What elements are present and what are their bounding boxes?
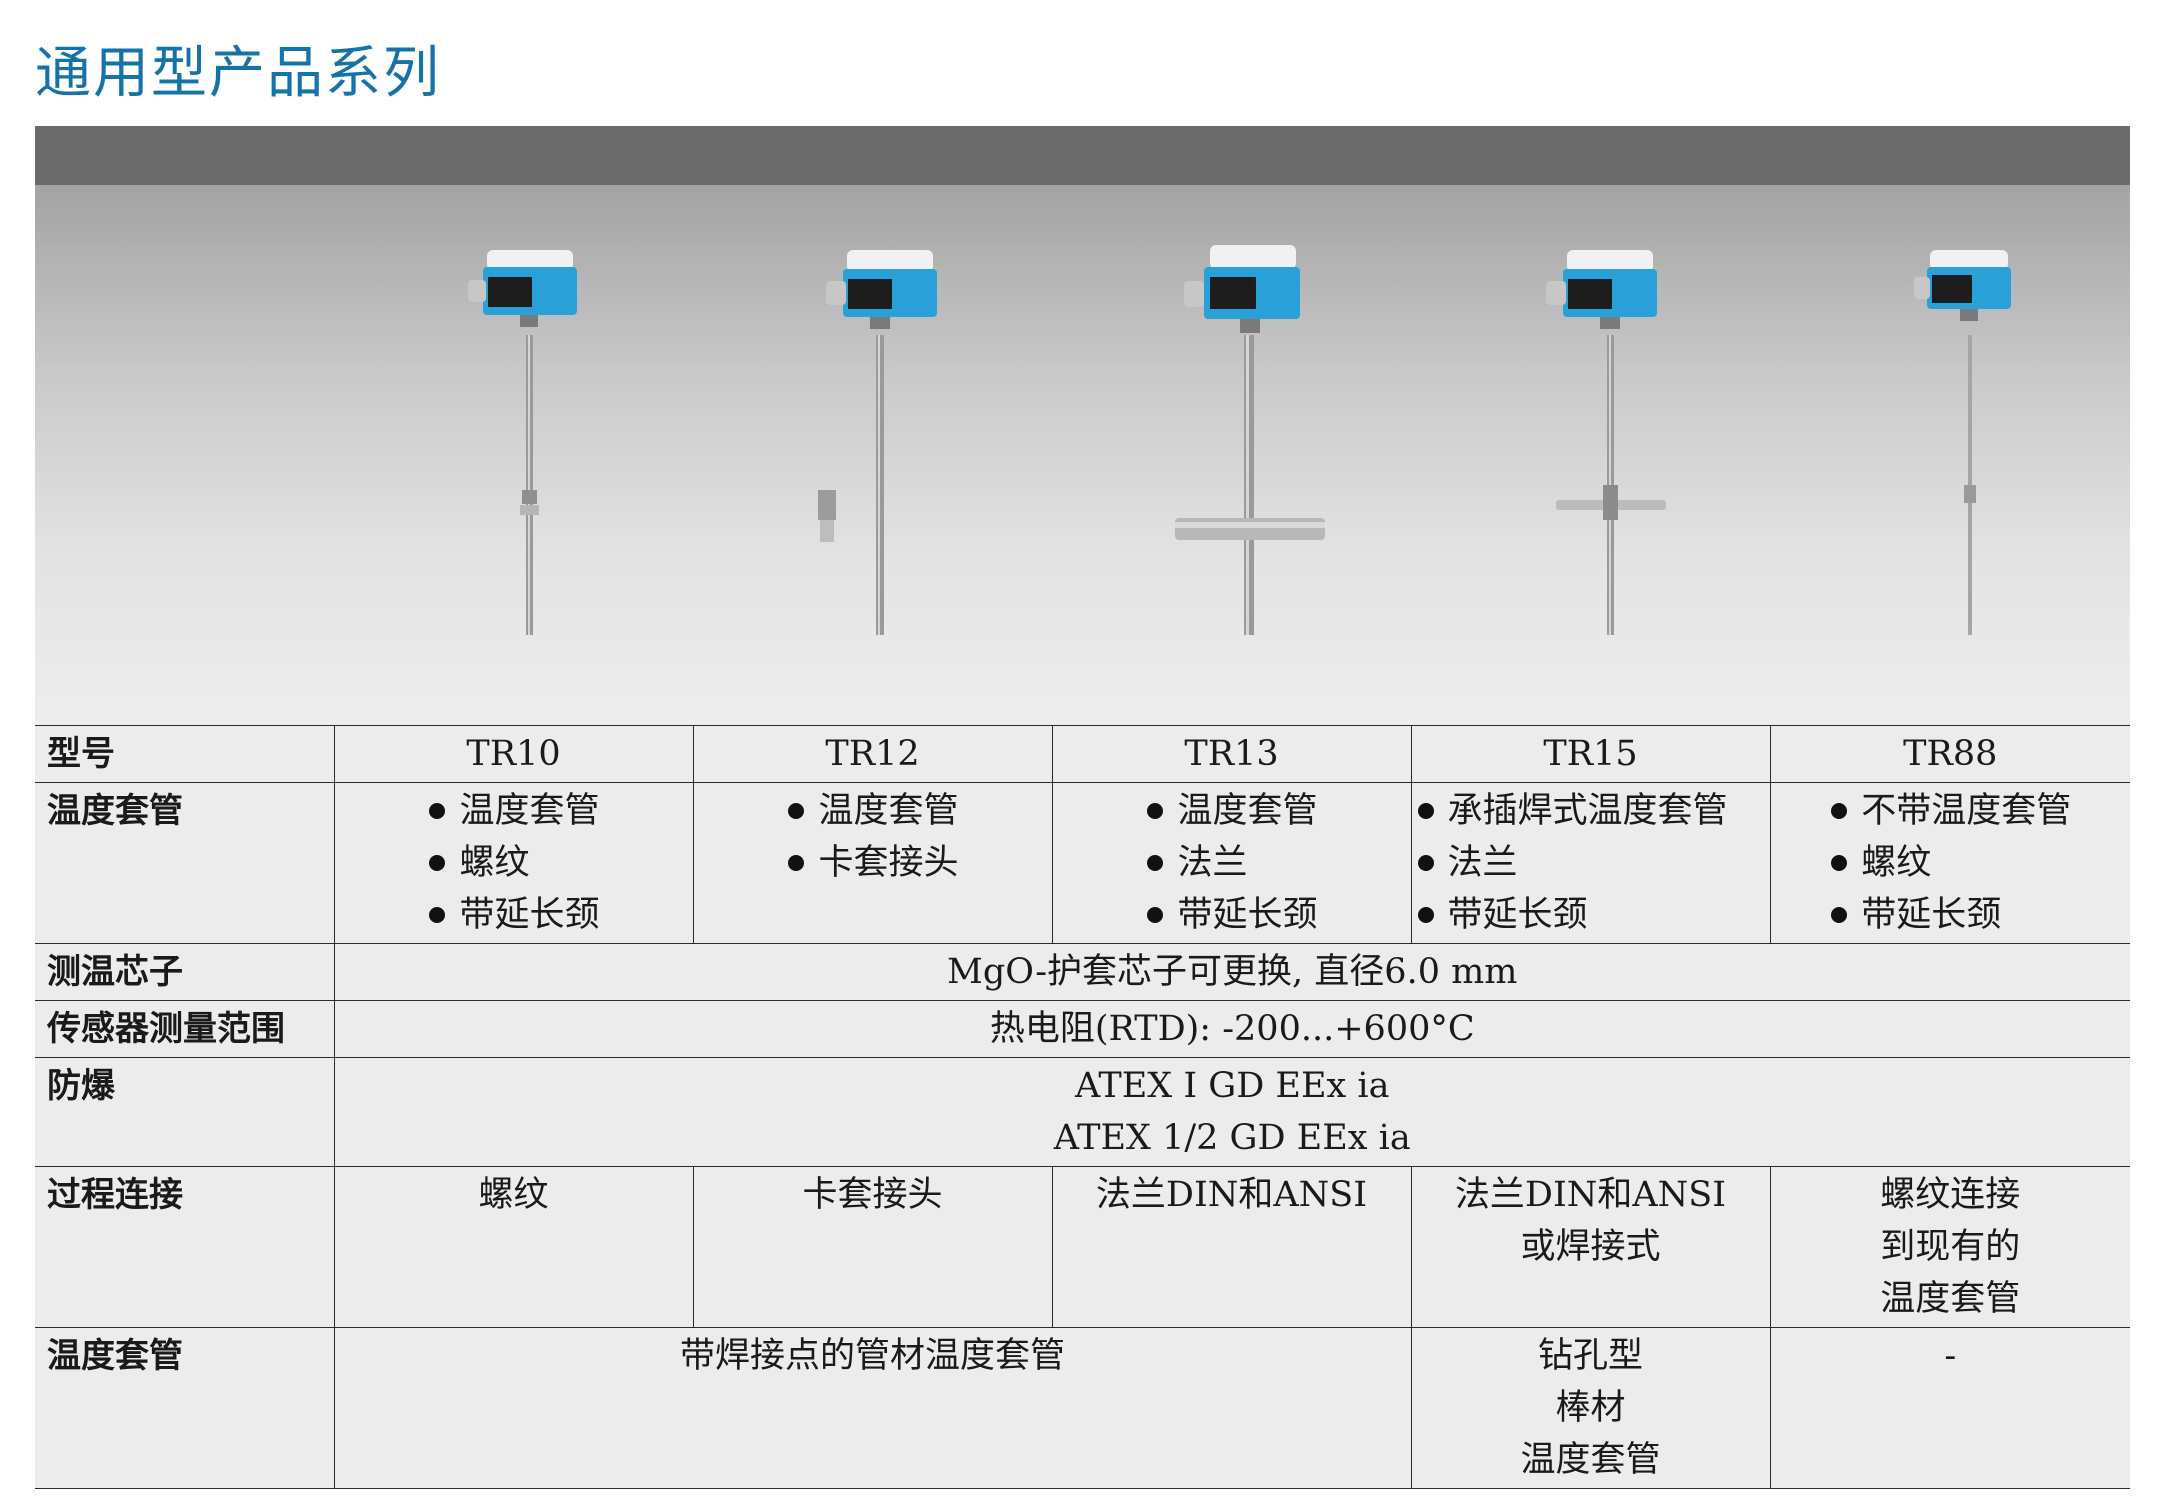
- table-row: 型号 TR10 TR12 TR13 TR15 TR88: [35, 725, 2130, 783]
- product-image-tr12: [818, 250, 937, 635]
- bullet-item: 法兰: [1145, 837, 1317, 889]
- row-label: 传感器测量范围: [35, 1000, 334, 1058]
- cell-line: 法兰DIN和ANSI: [1454, 1175, 1727, 1215]
- header-band: [35, 126, 2130, 185]
- model-cell: TR13: [1051, 725, 1411, 783]
- model-cell: TR10: [333, 725, 693, 783]
- product-image-tr88: [1914, 250, 2011, 635]
- process-connection-cell: 法兰DIN和ANSI: [1051, 1166, 1411, 1328]
- table-row: 传感器测量范围 热电阻(RTD): -200...+600°C: [35, 1000, 2130, 1058]
- process-connection-cell: 螺纹: [333, 1166, 693, 1328]
- range-cell: 热电阻(RTD): -200...+600°C: [333, 1000, 2130, 1058]
- table-row: 温度套管 带焊接点的管材温度套管 钻孔型 棒材 温度套管 -: [35, 1327, 2130, 1489]
- bullet-item: 温度套管: [786, 785, 959, 837]
- bullet-item: 螺纹: [427, 837, 599, 889]
- bullet-item: 带延长颈: [427, 889, 600, 941]
- process-connection-cell: 卡套接头: [692, 1166, 1052, 1328]
- process-connection-cell: 法兰DIN和ANSI 或焊接式: [1410, 1166, 1770, 1328]
- cell-line: 螺纹连接: [1880, 1175, 2021, 1215]
- bullet-item: 温度套管: [427, 785, 600, 837]
- cell-line: 温度套管: [1520, 1440, 1661, 1480]
- product-image-tr15: [1546, 250, 1666, 635]
- bullet-item: 带延长颈: [1829, 889, 2071, 941]
- thermowell-cell: 温度套管 螺纹 带延长颈: [333, 782, 693, 944]
- row-label: 测温芯子: [35, 943, 334, 1001]
- spec-table: 型号 TR10 TR12 TR13 TR15 TR88 温度套管 温度套管 螺纹…: [35, 725, 2130, 1489]
- bullet-item: 卡套接头: [786, 837, 959, 889]
- product-photo-strip: [35, 185, 2130, 725]
- cell-line: 棒材: [1555, 1388, 1626, 1428]
- bullet-item: 承插焊式温度套管: [1416, 785, 1766, 837]
- product-image-tr10: [468, 250, 577, 635]
- thermowell-type-cell: 钻孔型 棒材 温度套管: [1410, 1327, 1770, 1489]
- insert-cell: MgO-护套芯子可更换, 直径6.0 mm: [333, 943, 2130, 1001]
- thermowell-type-cell: -: [1769, 1327, 2130, 1489]
- bullet-item: 温度套管: [1145, 785, 1318, 837]
- process-connection-cell: 螺纹连接 到现有的 温度套管: [1769, 1166, 2130, 1328]
- row-label: 型号: [35, 725, 334, 783]
- model-cell: TR88: [1769, 725, 2130, 783]
- bullet-item: 带延长颈: [1416, 889, 1766, 941]
- bullet-item: 螺纹: [1829, 837, 2071, 889]
- bullet-list: 温度套管 法兰 带延长颈: [1145, 785, 1318, 941]
- cell-line: 到现有的: [1880, 1227, 2021, 1267]
- cell-line: 钻孔型: [1537, 1336, 1643, 1376]
- table-row: 防爆 ATEX I GD EEx ia ATEX 1/2 GD EEx ia: [35, 1057, 2130, 1167]
- table-row: 过程连接 螺纹 卡套接头 法兰DIN和ANSI 法兰DIN和ANSI 或焊接式 …: [35, 1166, 2130, 1328]
- row-label: 过程连接: [35, 1166, 334, 1328]
- thermowell-cell: 不带温度套管 螺纹 带延长颈: [1769, 782, 2130, 944]
- ex-protection-cell: ATEX I GD EEx ia ATEX 1/2 GD EEx ia: [333, 1057, 2130, 1167]
- cell-line: 螺纹: [478, 1175, 549, 1215]
- thermowell-type-cell: 带焊接点的管材温度套管: [333, 1327, 1411, 1489]
- thermowell-cell: 温度套管 法兰 带延长颈: [1051, 782, 1411, 944]
- bullet-item: 不带温度套管: [1829, 785, 2071, 837]
- model-cell: TR12: [692, 725, 1052, 783]
- bullet-list: 不带温度套管 螺纹 带延长颈: [1829, 785, 2071, 941]
- cell-line: 卡套接头: [802, 1175, 943, 1215]
- bullet-list: 温度套管 螺纹 带延长颈: [427, 785, 600, 941]
- table-row: 温度套管 温度套管 螺纹 带延长颈 温度套管 卡套接头 温度套管 法兰 带延长颈…: [35, 782, 2130, 944]
- model-cell: TR15: [1410, 725, 1770, 783]
- cell-line: 或焊接式: [1520, 1227, 1661, 1267]
- bullet-list: 承插焊式温度套管 法兰 带延长颈: [1416, 785, 1766, 941]
- bullet-list: 温度套管 卡套接头: [786, 785, 959, 889]
- page-title: 通用型产品系列: [35, 41, 441, 106]
- row-label: 温度套管: [35, 1327, 334, 1489]
- thermowell-cell: 温度套管 卡套接头: [692, 782, 1052, 944]
- row-label: 防爆: [35, 1057, 334, 1167]
- product-image-tr13: [1175, 245, 1325, 635]
- ex-line: ATEX I GD EEx ia: [1075, 1066, 1390, 1106]
- cell-line: 法兰DIN和ANSI: [1095, 1175, 1368, 1215]
- cell-line: 温度套管: [1880, 1279, 2021, 1319]
- bullet-item: 带延长颈: [1145, 889, 1318, 941]
- ex-line: ATEX 1/2 GD EEx ia: [1053, 1118, 1411, 1158]
- thermowell-cell: 承插焊式温度套管 法兰 带延长颈: [1410, 782, 1770, 944]
- table-row: 测温芯子 MgO-护套芯子可更换, 直径6.0 mm: [35, 943, 2130, 1001]
- row-label: 温度套管: [35, 782, 334, 944]
- bullet-item: 法兰: [1416, 837, 1766, 889]
